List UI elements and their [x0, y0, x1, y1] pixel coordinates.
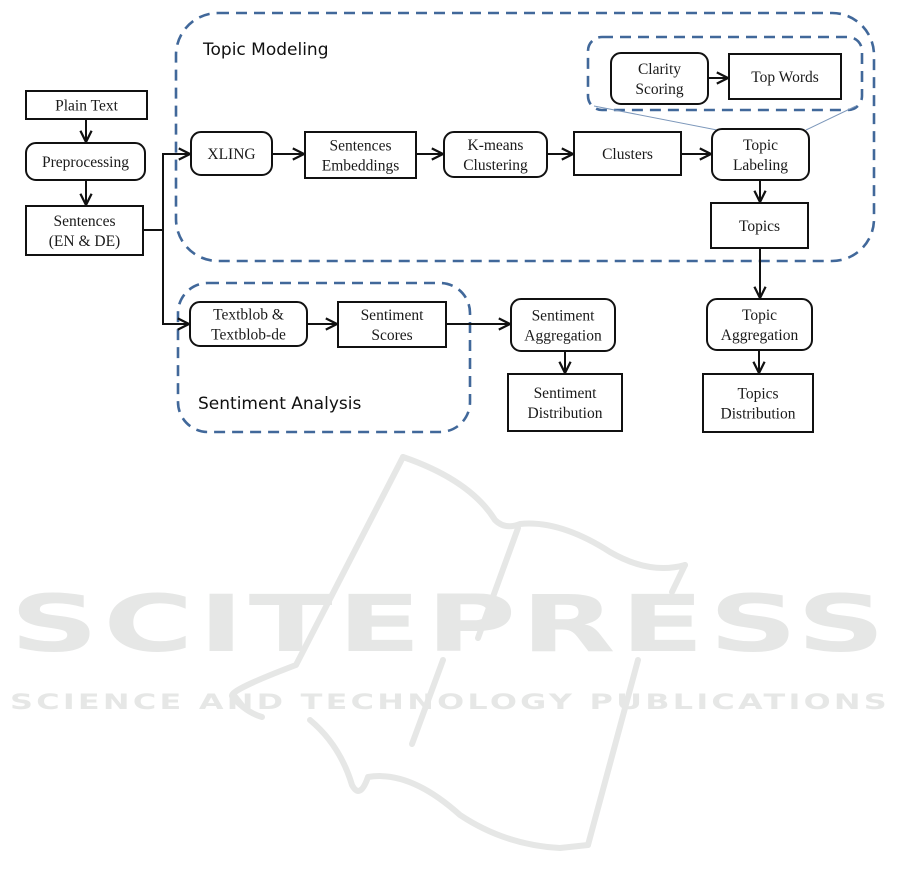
watermark-title: SCITEPRESS [10, 580, 890, 670]
node-box [507, 373, 623, 432]
node-label: Scores [371, 327, 412, 344]
node-label: Topics [739, 218, 780, 235]
node-plain-text: Plain Text [25, 90, 148, 120]
node-label: Textblob & [213, 307, 284, 324]
node-label: Embeddings [322, 158, 400, 175]
node-box [711, 128, 810, 181]
node-label: Sentiment [361, 307, 425, 324]
node-box [190, 131, 273, 176]
node-label: Sentences [330, 138, 392, 155]
node-box [25, 142, 146, 181]
node-label: Topics [737, 386, 778, 403]
node-label: Aggregation [721, 327, 799, 344]
publisher-watermark: SCITEPRESS SCIENCE AND TECHNOLOGY PUBLIC… [10, 454, 890, 851]
node-sentences: Sentences (EN & DE) [25, 205, 144, 256]
node-box [337, 301, 447, 348]
callout-line-right [805, 105, 857, 131]
node-label: Clustering [463, 157, 528, 174]
node-label: Plain Text [55, 98, 118, 115]
node-label: Topic [742, 307, 777, 324]
book-logo-icon [229, 454, 688, 851]
node-clusters: Clusters [573, 131, 682, 176]
node-textblob: Textblob & Textblob-de [189, 301, 308, 347]
node-label: Distribution [721, 406, 796, 423]
node-box [702, 373, 814, 433]
node-label: Preprocessing [42, 154, 129, 171]
node-box [510, 298, 616, 352]
node-top-words: Top Words [728, 53, 842, 100]
topic-modeling-group [174, 11, 876, 263]
node-topics: Topics [710, 202, 809, 249]
node-label: Scoring [635, 81, 683, 98]
node-box [710, 202, 809, 249]
node-box [706, 298, 813, 351]
node-box [443, 131, 548, 178]
node-box [25, 205, 144, 256]
node-label: (EN & DE) [49, 233, 120, 250]
node-label: Sentences [54, 213, 116, 230]
sentiment-analysis-label: Sentiment Analysis [198, 394, 361, 414]
node-label: Topic [743, 137, 778, 154]
node-preprocessing: Preprocessing [25, 142, 146, 181]
node-box [728, 53, 842, 100]
node-label: Sentiment [534, 385, 598, 402]
node-label: Aggregation [524, 328, 602, 345]
node-box [573, 131, 682, 176]
node-label: Labeling [733, 157, 788, 174]
node-label: Clusters [602, 146, 653, 163]
node-box [189, 301, 308, 347]
node-label: Sentiment [532, 308, 596, 325]
node-box [25, 90, 148, 120]
node-label: Distribution [528, 405, 603, 422]
node-label: Clarity [638, 61, 681, 78]
topic-modeling-label: Topic Modeling [202, 40, 329, 60]
node-label: Textblob-de [211, 327, 286, 344]
sentiment-analysis-group [176, 281, 472, 434]
node-label: XLING [207, 146, 255, 163]
node-xling: XLING [190, 131, 273, 176]
node-box [304, 131, 417, 179]
edge-sentences-to-xling [143, 154, 190, 231]
topic-labeling-detail-group [586, 35, 864, 112]
node-label: K-means [468, 137, 524, 154]
watermark-subtitle: SCIENCE AND TECHNOLOGY PUBLICATIONS [10, 690, 890, 715]
callout-line-left [593, 105, 718, 131]
node-label: Top Words [751, 69, 819, 86]
node-box [610, 52, 709, 105]
edge-sentences-to-textblob [162, 230, 189, 324]
